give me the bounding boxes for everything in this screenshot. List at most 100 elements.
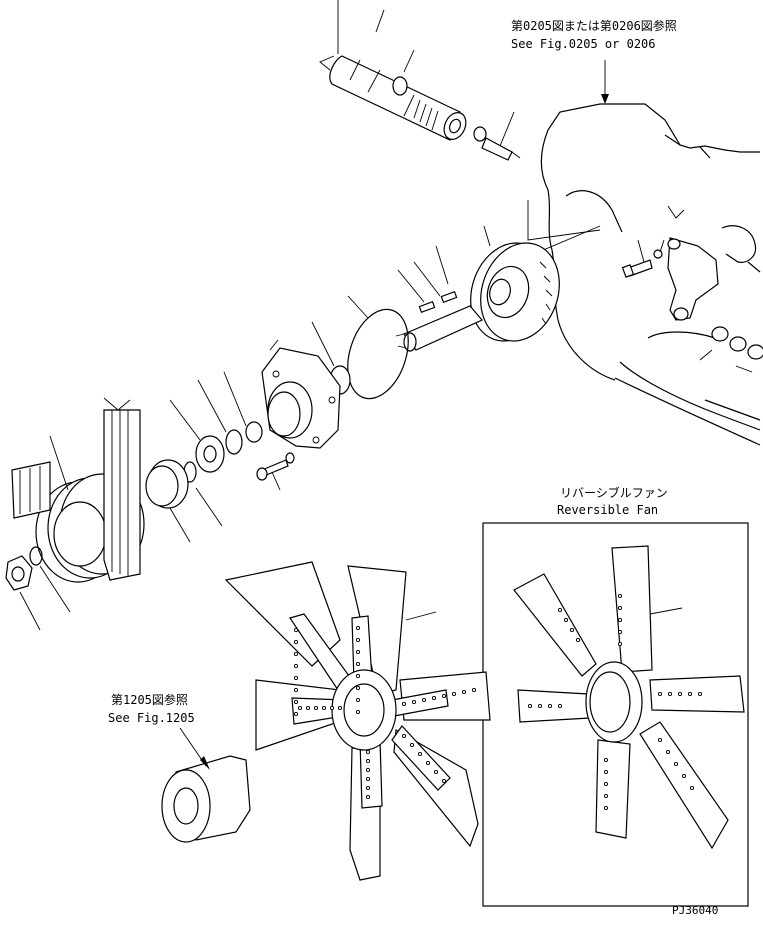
bolt-hole — [355, 709, 361, 715]
drive-gear — [470, 225, 560, 342]
ref-top-en-label: See Fig.0205 or 0206 — [511, 37, 656, 51]
bolt-hole — [603, 805, 609, 811]
bolt-hole — [657, 691, 663, 697]
bolt-hole — [681, 773, 687, 779]
bolt-hole — [575, 637, 581, 643]
belt-tensioner-cylinder — [319, 0, 467, 141]
fan-hub-adaptor — [161, 727, 251, 843]
bolt-hole — [329, 705, 335, 711]
bolt-hole — [293, 663, 299, 669]
bolt-hole — [537, 703, 543, 709]
ref-top-jp-label: 第0205図または第0206図参照 — [511, 18, 677, 33]
ref-hub-jp-label: 第1205図参照 — [111, 692, 188, 707]
bolt-hole — [527, 703, 533, 709]
bolt-hole — [431, 695, 437, 701]
bolt-hole — [355, 685, 361, 691]
bolt-hole — [461, 689, 467, 695]
bolt-hole — [293, 675, 299, 681]
drive-shaft — [395, 245, 483, 352]
bolt-hole — [697, 691, 703, 697]
bolt-hole — [355, 637, 361, 643]
pulley-washer — [29, 546, 43, 566]
o-ring — [347, 308, 409, 400]
bolt-hole — [471, 687, 477, 693]
pulley-nut — [5, 555, 41, 631]
bolt-hole — [617, 593, 623, 599]
bolt-hole — [677, 691, 683, 697]
bolt-hole — [689, 785, 695, 791]
bolt-hole — [293, 627, 299, 633]
bolt-hole — [293, 687, 299, 693]
bolt-hole — [411, 699, 417, 705]
bearing — [145, 459, 191, 543]
ref-hub-en-label: See Fig.1205 — [108, 711, 195, 725]
bolt-hole — [451, 691, 457, 697]
bolt-hole — [557, 703, 563, 709]
drawing-number: PJ36040 — [672, 904, 718, 917]
spacer — [245, 421, 263, 443]
bolt-hole — [297, 705, 303, 711]
bolt-hole — [569, 627, 575, 633]
bolt-hole — [673, 761, 679, 767]
bolt-hole — [425, 760, 431, 766]
bolt-hole — [665, 749, 671, 755]
bolt-hole — [365, 785, 371, 791]
bolt-hole — [563, 617, 569, 623]
bolt-hole — [409, 742, 415, 748]
mounting-bracket — [667, 205, 719, 321]
bolt-hole — [617, 617, 623, 623]
bolt-hole — [355, 661, 361, 667]
bolt-hole — [321, 705, 327, 711]
bolt-hole — [293, 711, 299, 717]
bolt-hole — [617, 629, 623, 635]
reversible-fan — [513, 545, 745, 850]
bolt-hole — [365, 794, 371, 800]
lock-washer — [225, 429, 243, 455]
assembly-axis-upper — [527, 200, 601, 241]
cooling-fan — [224, 561, 491, 881]
bolt-hole — [355, 625, 361, 631]
bolt-hole — [293, 699, 299, 705]
bolt-hole — [293, 639, 299, 645]
bolt-hole — [305, 705, 311, 711]
bolt-hole — [365, 776, 371, 782]
bracket-bolts — [621, 239, 763, 373]
bolt-hole — [547, 703, 553, 709]
bolt-hole — [433, 769, 439, 775]
bolt-hole — [313, 705, 319, 711]
bolt-hole — [421, 697, 427, 703]
engine-block — [540, 60, 761, 446]
v-belts — [11, 397, 141, 581]
bolt-hole — [657, 737, 663, 743]
eye-bolt — [473, 111, 521, 161]
bolt-hole — [603, 769, 609, 775]
bolt-hole — [603, 793, 609, 799]
bolt-hole — [355, 673, 361, 679]
o-ring-leader — [347, 295, 369, 319]
bolt-hole — [401, 733, 407, 739]
bolt-hole — [667, 691, 673, 697]
bolt-hole — [365, 767, 371, 773]
bolt-hole — [617, 641, 623, 647]
bolt-hole — [417, 751, 423, 757]
bolt-hole — [293, 651, 299, 657]
bolt-hole — [337, 705, 343, 711]
bolt-hole — [603, 757, 609, 763]
bearing-housing — [261, 339, 341, 449]
bolt-hole — [365, 749, 371, 755]
fan-bolt-holes — [293, 593, 703, 811]
bolt-hole — [355, 649, 361, 655]
bolt-hole — [557, 607, 563, 613]
bolt-hole — [617, 605, 623, 611]
reversible-fan-jp-label: リバーシブルファン — [560, 485, 668, 500]
bolt-hole — [441, 693, 447, 699]
bolt-hole — [365, 758, 371, 764]
housing-bolt — [256, 452, 295, 491]
bolt-hole — [603, 781, 609, 787]
bolt-hole — [441, 778, 447, 784]
bolt-hole — [401, 701, 407, 707]
bolt-hole — [687, 691, 693, 697]
bolt-hole — [355, 697, 361, 703]
reversible-fan-en-label: Reversible Fan — [557, 503, 658, 517]
